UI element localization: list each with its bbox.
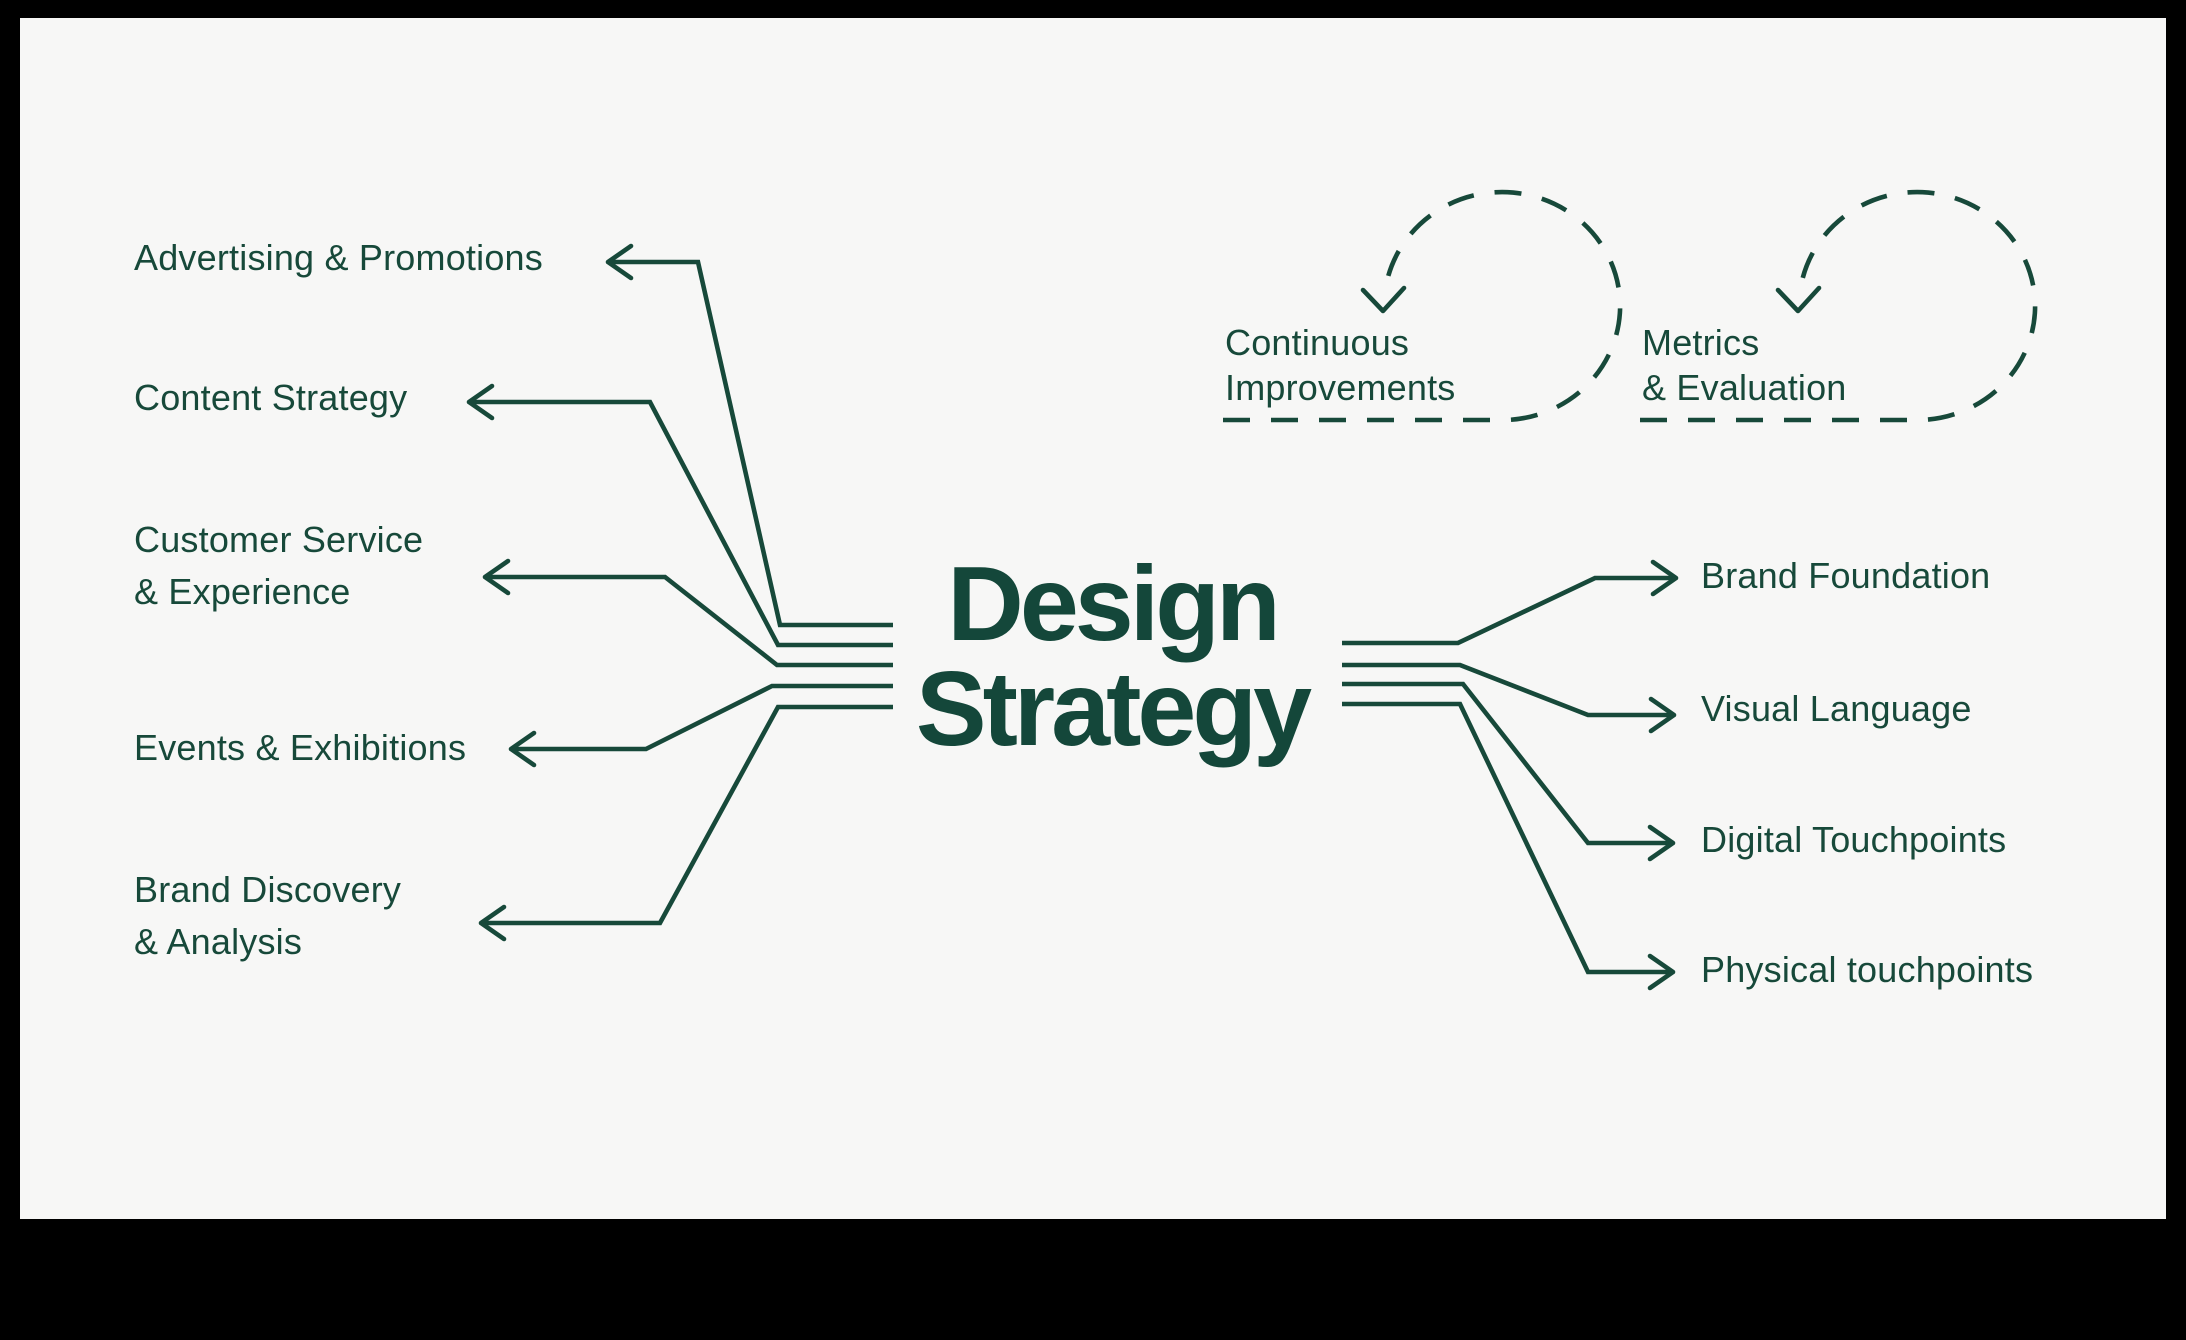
left-branch-label-content-strategy: Content Strategy [134, 377, 408, 418]
left-connector-customer-service [482, 558, 893, 668]
diagram-title: Design Strategy [780, 545, 1444, 768]
right-connector-digital-touchpoints [1342, 681, 1676, 862]
left-connector-advertising-promotions [605, 243, 893, 628]
left-connector-brand-discovery [478, 704, 893, 942]
left-branch-label-events-exhibitions: Events & Exhibitions [134, 727, 467, 768]
arrow-down-icon [1775, 285, 1822, 314]
arrow-left-icon [508, 730, 537, 768]
title-line-1: Design [947, 545, 1280, 663]
right-branch-label-visual-language: Visual Language [1701, 688, 1972, 729]
metrics-evaluation-loop [1640, 189, 2038, 423]
arrow-left-icon [605, 243, 634, 281]
left-branch-label-customer-service-experience: Customer Service & Experience [134, 519, 424, 612]
arrow-left-icon [466, 383, 495, 421]
arrow-down-icon [1360, 285, 1407, 314]
loop-label-continuous-improvements: Continuous Improvements [1225, 322, 1456, 408]
left-connector-content-strategy [466, 383, 893, 648]
right-branch-label-physical-touchpoints: Physical touchpoints [1701, 949, 2034, 990]
slide-panel [20, 18, 2166, 1219]
arrow-right-icon [1648, 696, 1677, 734]
right-connector-physical-touchpoints [1342, 701, 1676, 991]
arrow-right-icon [1647, 953, 1676, 991]
loop-label-metrics-evaluation: Metrics & Evaluation [1642, 322, 1847, 408]
arrow-left-icon [482, 558, 511, 596]
arrow-left-icon [478, 904, 507, 942]
title-line-2: Strategy [915, 650, 1312, 768]
right-branch-label-brand-foundation: Brand Foundation [1701, 555, 1991, 596]
right-connector-visual-language [1342, 662, 1677, 734]
left-branch-label-advertising-promotions: Advertising & Promotions [134, 237, 543, 278]
left-branch-label-brand-discovery-analysis: Brand Discovery & Analysis [134, 869, 402, 962]
right-branch-label-digital-touchpoints: Digital Touchpoints [1701, 819, 2007, 860]
arrow-right-icon [1647, 824, 1676, 862]
arrow-right-icon [1650, 559, 1679, 597]
left-connector-events-exhibitions [508, 683, 893, 768]
continuous-improvements-loop [1223, 189, 1623, 423]
right-connector-brand-foundation [1342, 559, 1679, 646]
